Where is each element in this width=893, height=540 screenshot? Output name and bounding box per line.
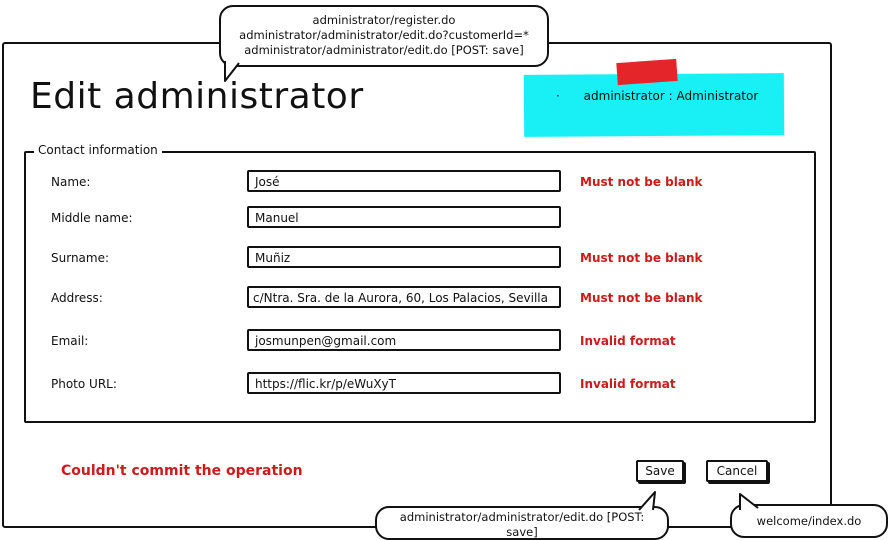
middle-name-label: Middle name:	[51, 211, 133, 225]
callout-tail	[224, 61, 240, 82]
callout-line: administrator/administrator/edit.do [POS…	[244, 43, 524, 57]
tape-decoration	[616, 58, 678, 86]
middle-name-input[interactable]: Manuel	[247, 206, 561, 228]
commit-error-message: Couldn't commit the operation	[61, 463, 303, 479]
page-title: Edit administrator	[30, 76, 364, 117]
email-input[interactable]: josmunpen@gmail.com	[247, 329, 561, 351]
address-input[interactable]: c/Ntra. Sra. de la Aurora, 60, Los Palac…	[247, 286, 561, 308]
save-callout: administrator/administrator/edit.do [POS…	[375, 491, 669, 540]
callout-tail	[638, 491, 656, 511]
address-label: Address:	[51, 291, 103, 305]
address-error: Must not be blank	[580, 291, 703, 305]
fieldset-legend: Contact information	[34, 143, 162, 157]
name-input[interactable]: José	[247, 170, 561, 192]
user-badge: · administrator : Administrator	[556, 89, 758, 103]
callout-line: administrator/administrator/edit.do [POS…	[399, 510, 645, 524]
contact-fieldset	[24, 151, 816, 423]
register-callout: administrator/register.do administrator/…	[219, 5, 549, 82]
name-error: Must not be blank	[580, 175, 703, 189]
surname-label: Surname:	[51, 251, 110, 265]
cancel-callout: welcome/index.do	[730, 493, 888, 538]
callout-tail	[739, 493, 759, 510]
save-button[interactable]: Save	[636, 460, 684, 482]
bullet-icon: ·	[556, 89, 560, 103]
cancel-button[interactable]: Cancel	[706, 460, 768, 482]
photo-url-label: Photo URL:	[51, 377, 117, 391]
callout-line: welcome/index.do	[756, 514, 862, 528]
callout-line: administrator/administrator/edit.do?cust…	[239, 28, 529, 42]
callout-line: administrator/register.do	[312, 13, 456, 27]
photo-url-error: Invalid format	[580, 377, 676, 391]
email-label: Email:	[51, 334, 89, 348]
name-label: Name:	[51, 175, 91, 189]
email-error: Invalid format	[580, 334, 676, 348]
surname-input[interactable]: Muñiz	[247, 246, 561, 268]
surname-error: Must not be blank	[580, 251, 703, 265]
photo-url-input[interactable]: https://flic.kr/p/eWuXyT	[247, 372, 561, 394]
user-badge-label: administrator : Administrator	[583, 89, 759, 103]
user-badge-note	[523, 73, 785, 137]
callout-line: save]	[506, 525, 538, 539]
